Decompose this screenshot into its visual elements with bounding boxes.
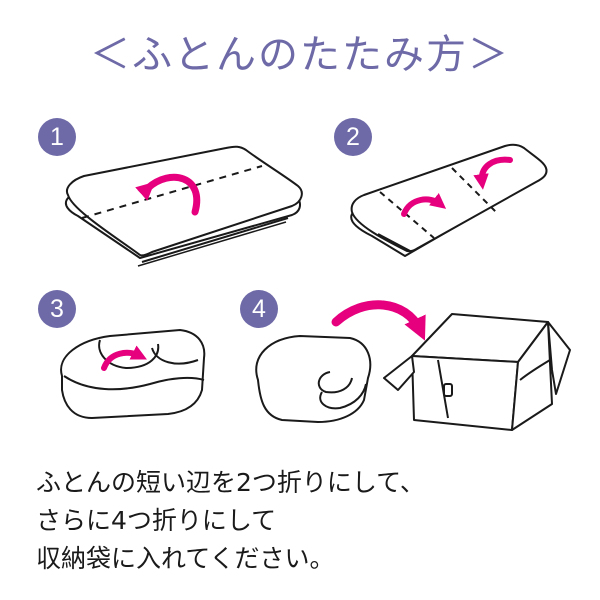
futon-fold-again-illustration	[60, 329, 206, 419]
futon-fold-in-quarters-illustration	[350, 143, 548, 257]
step-3-badge: 3	[38, 290, 76, 328]
futon-fold-in-half-lengthwise-illustration	[64, 145, 303, 267]
instructions-line-3: 収納袋に入れてください。	[36, 544, 335, 573]
step-1-badge: 1	[38, 118, 76, 156]
futon-into-storage-bag-illustration	[255, 300, 571, 431]
instructions-line-1: ふとんの短い辺を2つ折りにして、	[36, 468, 425, 497]
page-title: ＜ふとんのたたみ方＞	[90, 32, 510, 78]
step-2-badge: 2	[334, 118, 372, 156]
instructions-line-2: さらに4つ折りにして	[36, 506, 277, 535]
step-4-badge: 4	[240, 290, 278, 328]
instructions-text: ふとんの短い辺を2つ折りにして、 さらに4つ折りにして 収納袋に入れてください。	[36, 464, 576, 578]
